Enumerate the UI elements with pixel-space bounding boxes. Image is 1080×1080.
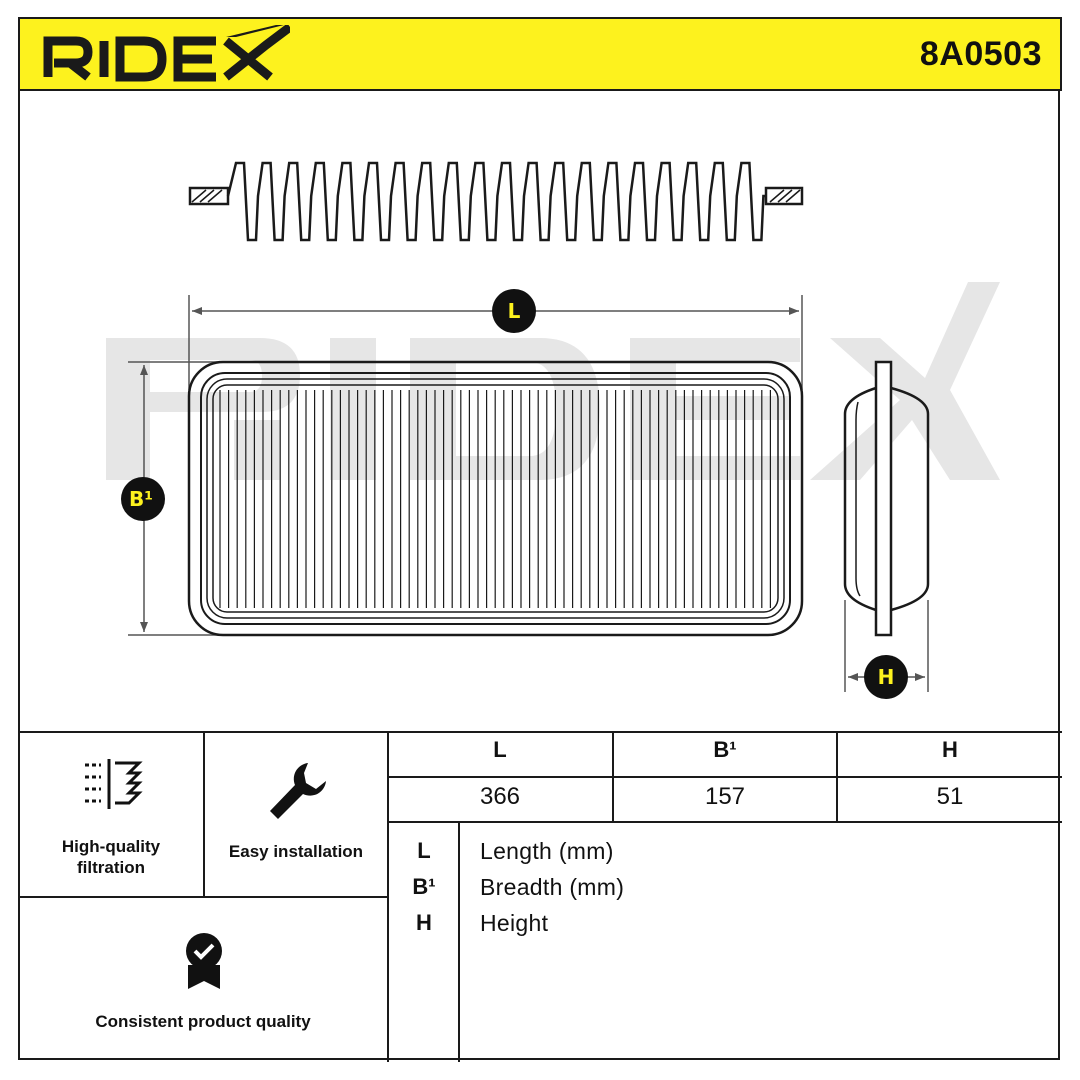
breadth-dimension: B¹ xyxy=(121,361,240,636)
spec-value-length: 366 xyxy=(479,783,521,810)
spec-value-breadth: 157 xyxy=(704,783,746,810)
part-number: 8A0503 xyxy=(919,35,1042,73)
length-marker xyxy=(492,289,536,333)
height-marker xyxy=(864,655,908,699)
technical-drawing: L B¹ H xyxy=(106,161,1000,699)
legend-text-length: Length (mm) xyxy=(480,838,614,864)
wrench-icon xyxy=(270,763,326,819)
spec-value-height: 51 xyxy=(936,783,964,810)
height-marker-label: H xyxy=(878,665,895,689)
breadth-marker-label: B¹ xyxy=(129,487,153,511)
breadth-marker xyxy=(121,477,165,521)
quality-badge-icon xyxy=(186,933,222,989)
feature-installation-label: Easy installation xyxy=(228,842,364,861)
legend-text-breadth: Breadth (mm) xyxy=(480,874,625,900)
spec-header-height: H xyxy=(942,737,958,762)
pleat-profile-view xyxy=(188,161,804,242)
legend-key-height: H xyxy=(416,910,432,935)
filter-top-view xyxy=(187,360,804,637)
length-marker-label: L xyxy=(508,299,521,323)
spec-header-breadth: B¹ xyxy=(713,737,737,762)
ridex-logo xyxy=(43,25,290,82)
info-table: High-quality filtration Easy installatio… xyxy=(18,731,1062,1062)
feature-quality-label: Consistent product quality xyxy=(95,1012,311,1031)
filtration-icon xyxy=(85,759,143,809)
header-bar: 8A0503 xyxy=(18,17,1062,91)
height-dimension: H xyxy=(844,600,929,699)
feature-filtration-label: High-quality filtration xyxy=(61,837,161,877)
spec-header-length: L xyxy=(493,737,507,762)
legend-key-length: L xyxy=(417,838,431,863)
legend-text-height: Height xyxy=(480,910,549,936)
length-dimension: L xyxy=(188,289,803,390)
legend-key-breadth: B¹ xyxy=(412,874,436,899)
filter-side-view xyxy=(843,360,930,637)
